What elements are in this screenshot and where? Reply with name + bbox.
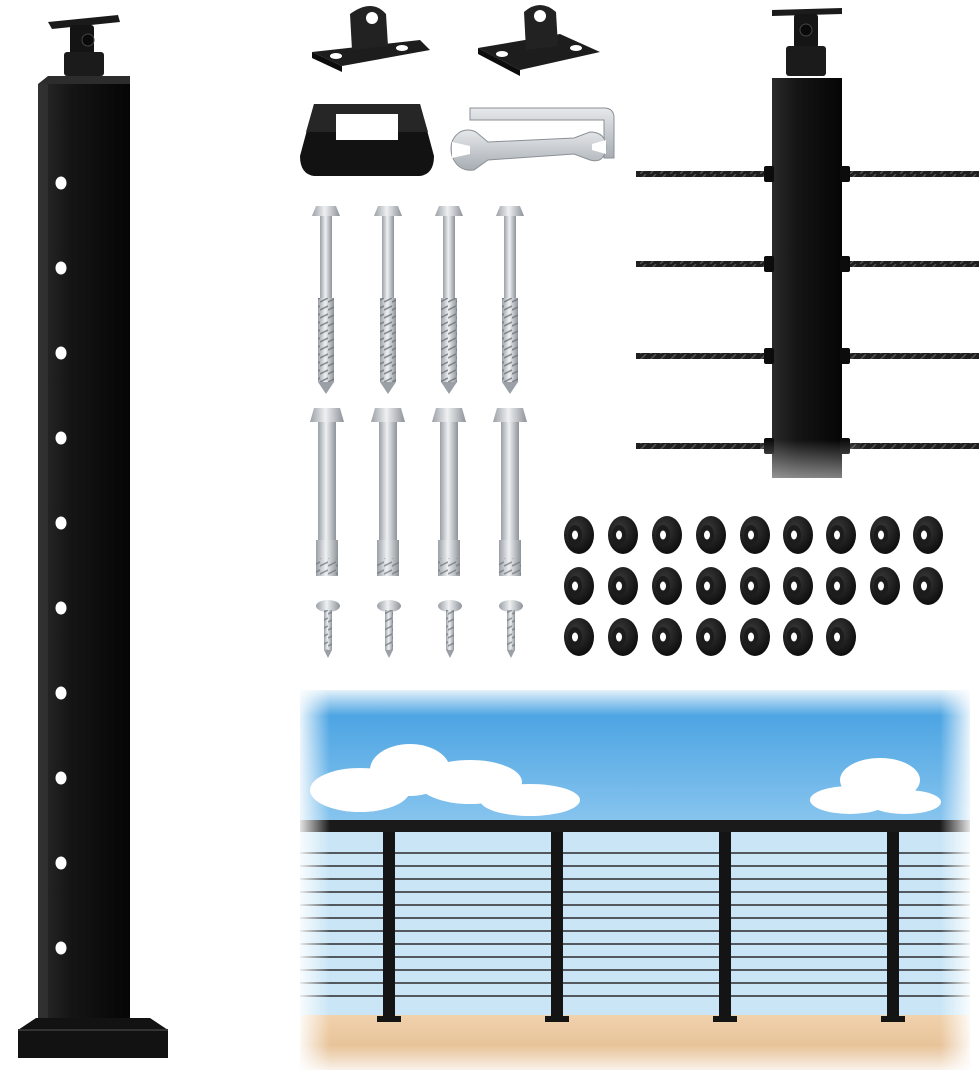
small-screw: [316, 600, 340, 658]
scene-post: [377, 832, 401, 1022]
small-screw: [438, 600, 462, 658]
scene-clouds: [310, 744, 941, 816]
small-screw: [377, 600, 401, 658]
sleeve-row-2: [564, 567, 943, 605]
bracket-hole-icon: [366, 12, 378, 24]
post-top-collar: [64, 52, 104, 76]
expansion-bolt: [371, 408, 405, 576]
top-mount-bracket-2: [478, 5, 600, 76]
post-base-plate: [18, 1018, 168, 1058]
lag-screw: [374, 206, 402, 394]
scene-post: [713, 832, 737, 1022]
expansion-bolt: [432, 408, 466, 576]
post-edge-highlight: [38, 84, 48, 1032]
lag-screws: [312, 206, 524, 394]
scene-top-rail: [300, 820, 970, 832]
post-top-cap: [38, 76, 130, 84]
lag-screw: [312, 206, 340, 394]
scene-haze: [300, 830, 970, 1020]
small-screws: [316, 600, 523, 658]
open-end-wrench: [450, 129, 607, 171]
lag-screw: [435, 206, 463, 394]
top-mount-bracket-1: [312, 6, 430, 72]
scene-posts: [377, 832, 905, 1022]
swivel-pin-icon: [81, 33, 95, 47]
expansion-bolt: [493, 408, 527, 576]
expansion-bolts: [310, 408, 527, 576]
sleeve-row-1: [564, 516, 943, 554]
lag-screw: [496, 206, 524, 394]
closeup-post-body: [772, 78, 842, 478]
bracket-hole-icon: [534, 10, 546, 22]
scene-cables: [300, 852, 970, 997]
base-cover: [300, 104, 434, 176]
railing-scene: [296, 686, 974, 1076]
base-cover-opening: [336, 114, 398, 140]
post-top-plate: [48, 15, 120, 29]
swivel-pin-icon: [799, 23, 813, 37]
scene-post: [545, 832, 569, 1022]
main-post: [18, 15, 168, 1058]
small-screw: [499, 600, 523, 658]
scene-post: [881, 832, 905, 1022]
post-body: [38, 84, 130, 1032]
post-holes: [55, 176, 67, 955]
cable-closeup: [636, 8, 979, 482]
expansion-bolt: [310, 408, 344, 576]
sleeve-row-3: [564, 618, 856, 656]
protector-sleeves: [564, 516, 943, 656]
